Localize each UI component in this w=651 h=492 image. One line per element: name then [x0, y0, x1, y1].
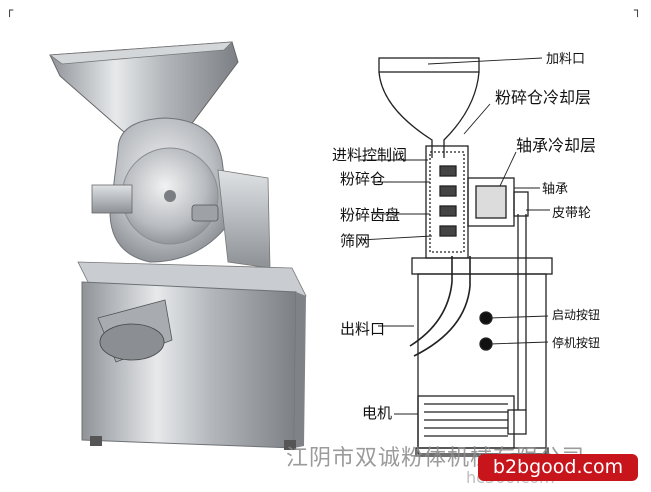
label-screen: 筛网 [340, 232, 371, 250]
schematic-belt [517, 214, 527, 410]
label-crushing-disc: 粉碎齿盘 [340, 206, 401, 224]
corner-mark-tr: ┐ [634, 3, 642, 17]
label-bearing: 轴承 [542, 182, 569, 197]
watermark-site-badge: b2bgood.com [478, 454, 638, 481]
schematic-chamber [425, 145, 529, 259]
schematic-outlet [409, 256, 471, 357]
label-start-button: 启动按钮 [552, 308, 601, 322]
schematic-cabinet [411, 257, 553, 457]
label-pulley: 皮带轮 [552, 206, 592, 221]
grinding-head [91, 117, 271, 269]
leader-lines [359, 57, 550, 415]
schematic-motor [417, 395, 527, 449]
label-feed-inlet: 加料口 [546, 52, 586, 67]
schematic-hopper [378, 57, 480, 158]
corner-mark-tl: ┌ [6, 3, 14, 17]
label-crusher-cooling: 粉碎仓冷却层 [495, 88, 592, 107]
label-crusher-chamber: 粉碎仓 [340, 170, 386, 188]
label-feed-valve: 进料控制阀 [332, 146, 408, 164]
label-stop-button: 停机按钮 [552, 336, 601, 350]
label-outlet: 出料口 [340, 320, 386, 338]
label-bearing-cooling: 轴承冷却层 [516, 136, 597, 155]
label-motor: 电机 [362, 404, 393, 422]
cabinet [77, 261, 307, 450]
